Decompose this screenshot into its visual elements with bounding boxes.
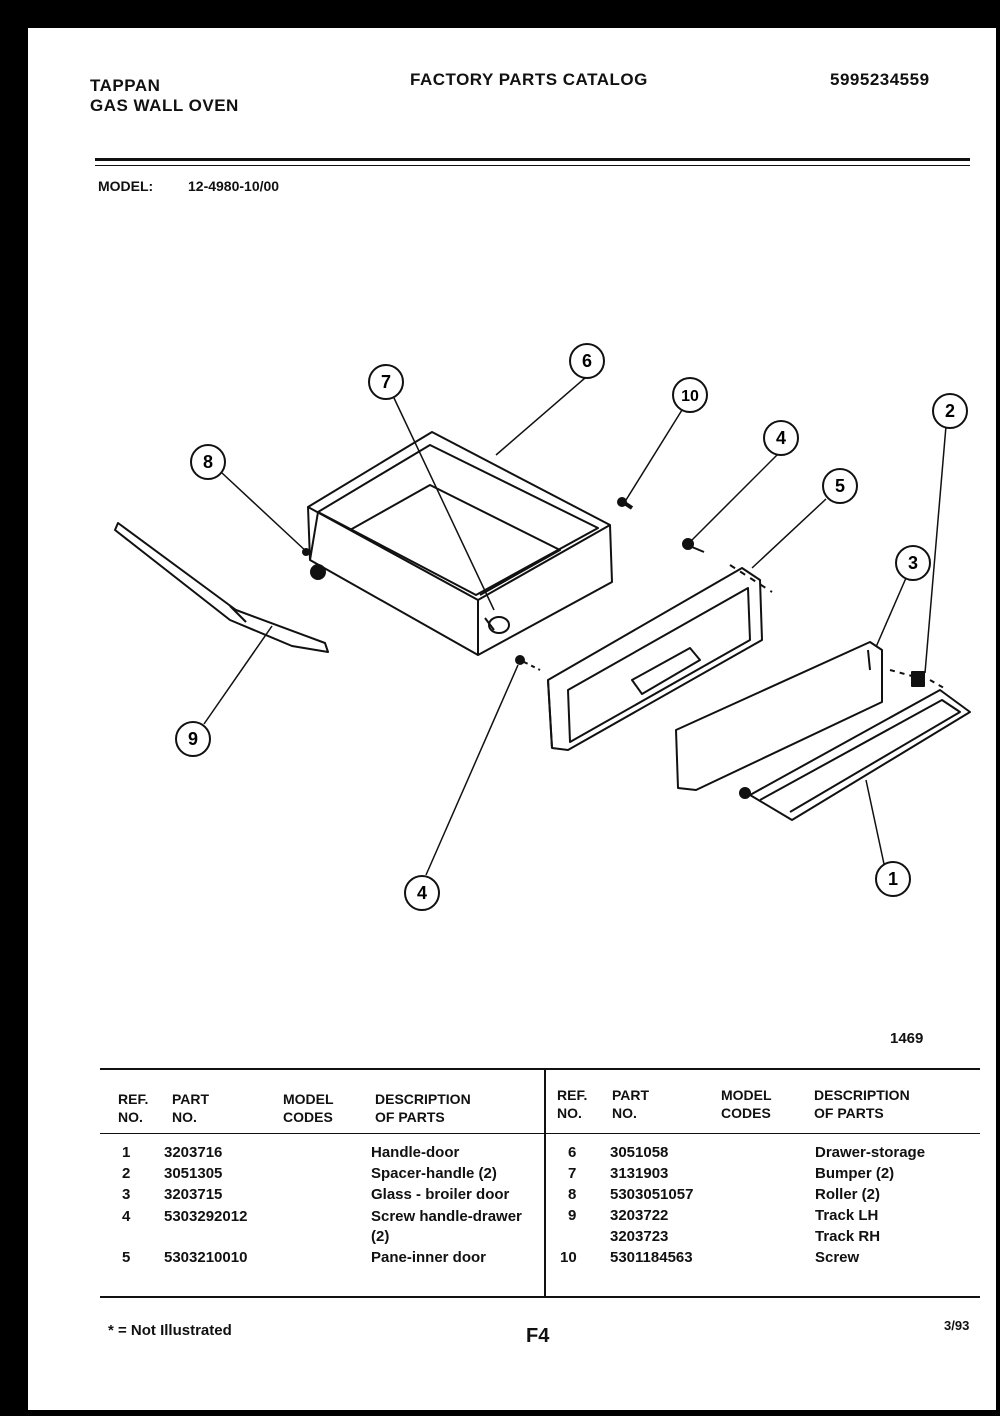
part-description: Glass - broiler door [371, 1186, 510, 1203]
screw-part-10 [617, 497, 634, 510]
callout-10: 10 [672, 377, 708, 413]
part-description: Handle-door [371, 1144, 460, 1161]
ref-no: 10 [560, 1249, 577, 1266]
table-header-rule [100, 1133, 980, 1134]
ref-no: 4 [122, 1208, 131, 1225]
table-top-rule [100, 1068, 980, 1070]
callout-4-bottom: 4 [404, 875, 440, 911]
figure-number: 1469 [890, 1030, 924, 1047]
part-no: 5303051057 [610, 1186, 694, 1203]
glass-panel-part [675, 641, 883, 791]
table-center-divider [544, 1068, 546, 1296]
bumper-part [484, 616, 510, 634]
part-description: (2) [371, 1228, 390, 1245]
leader-lines [203, 377, 947, 876]
callout-2: 2 [932, 393, 968, 429]
callout-5: 5 [822, 468, 858, 504]
callout-1: 1 [875, 861, 911, 897]
model-label: MODEL: [98, 178, 154, 194]
callout-8: 8 [190, 444, 226, 480]
ref-no: 3 [122, 1186, 131, 1203]
svg-text:5: 5 [835, 476, 845, 496]
part-description: Track RH [815, 1228, 881, 1245]
part-no: 3203722 [610, 1207, 669, 1224]
catalog-title: FACTORY PARTS CATALOG [410, 70, 648, 89]
svg-text:6: 6 [582, 351, 592, 371]
part-no: 5303292012 [164, 1208, 248, 1225]
track-rail-part [114, 522, 329, 653]
svg-text:7: 7 [381, 372, 391, 392]
header-ref-no: REF.NO. [118, 1091, 149, 1125]
part-description: Screw [815, 1249, 860, 1266]
brand-name: TAPPAN [90, 76, 161, 95]
part-no: 5301184563 [610, 1249, 693, 1266]
callout-6: 6 [569, 343, 605, 379]
part-no: 3131903 [610, 1165, 669, 1182]
ref-no: 8 [568, 1186, 577, 1203]
part-description: Pane-inner door [371, 1249, 487, 1266]
drawer-storage-part [307, 431, 613, 656]
svg-text:2: 2 [945, 401, 955, 421]
screw-part-4-bottom [515, 655, 541, 671]
part-no: 5303210010 [164, 1249, 248, 1266]
table-bottom-rule [100, 1296, 980, 1298]
callout-4-top: 4 [763, 420, 799, 456]
header-ref-no-right: REF.NO. [557, 1087, 588, 1121]
catalog-number: 5995234559 [830, 70, 930, 89]
ref-no: 2 [122, 1165, 131, 1182]
part-no: 3051058 [610, 1144, 669, 1161]
svg-text:3: 3 [908, 553, 918, 573]
header-rule [95, 158, 970, 161]
screw-part-4-top [682, 538, 773, 593]
page-number: F4 [526, 1325, 550, 1347]
callout-3: 3 [895, 545, 931, 581]
roller-part [302, 548, 326, 580]
catalog-page [28, 28, 996, 1410]
ref-no: 9 [568, 1207, 577, 1224]
svg-text:4: 4 [417, 883, 427, 903]
ref-no: 5 [122, 1249, 131, 1266]
ref-no: 1 [122, 1144, 131, 1161]
svg-text:9: 9 [188, 729, 198, 749]
footnote: * = Not Illustrated [108, 1322, 232, 1339]
part-no: 3051305 [164, 1165, 223, 1182]
product-name: GAS WALL OVEN [90, 96, 239, 115]
ref-no: 7 [568, 1165, 577, 1182]
part-description: Screw handle-drawer [371, 1208, 522, 1225]
part-description: Spacer-handle (2) [371, 1165, 497, 1182]
inner-pane-part [547, 567, 763, 751]
part-description: Roller (2) [815, 1186, 881, 1203]
svg-text:1: 1 [888, 869, 898, 889]
svg-text:10: 10 [681, 388, 699, 405]
part-description: Bumper (2) [815, 1165, 895, 1182]
svg-text:4: 4 [776, 428, 786, 448]
callout-7: 7 [368, 364, 404, 400]
spacer-part [889, 669, 945, 689]
part-no: 3203715 [164, 1186, 223, 1203]
part-no: 3203723 [610, 1228, 669, 1245]
part-description: Drawer-storage [815, 1144, 926, 1161]
handle-door-part [739, 689, 971, 821]
svg-text:8: 8 [203, 452, 213, 472]
ref-no: 6 [568, 1144, 577, 1161]
callout-9: 9 [175, 721, 211, 757]
header-rule-thin [95, 165, 970, 166]
revision-date: 3/93 [944, 1318, 970, 1333]
part-no: 3203716 [164, 1144, 223, 1161]
model-number: 12-4980-10/00 [188, 178, 280, 194]
part-description: Track LH [815, 1207, 879, 1224]
